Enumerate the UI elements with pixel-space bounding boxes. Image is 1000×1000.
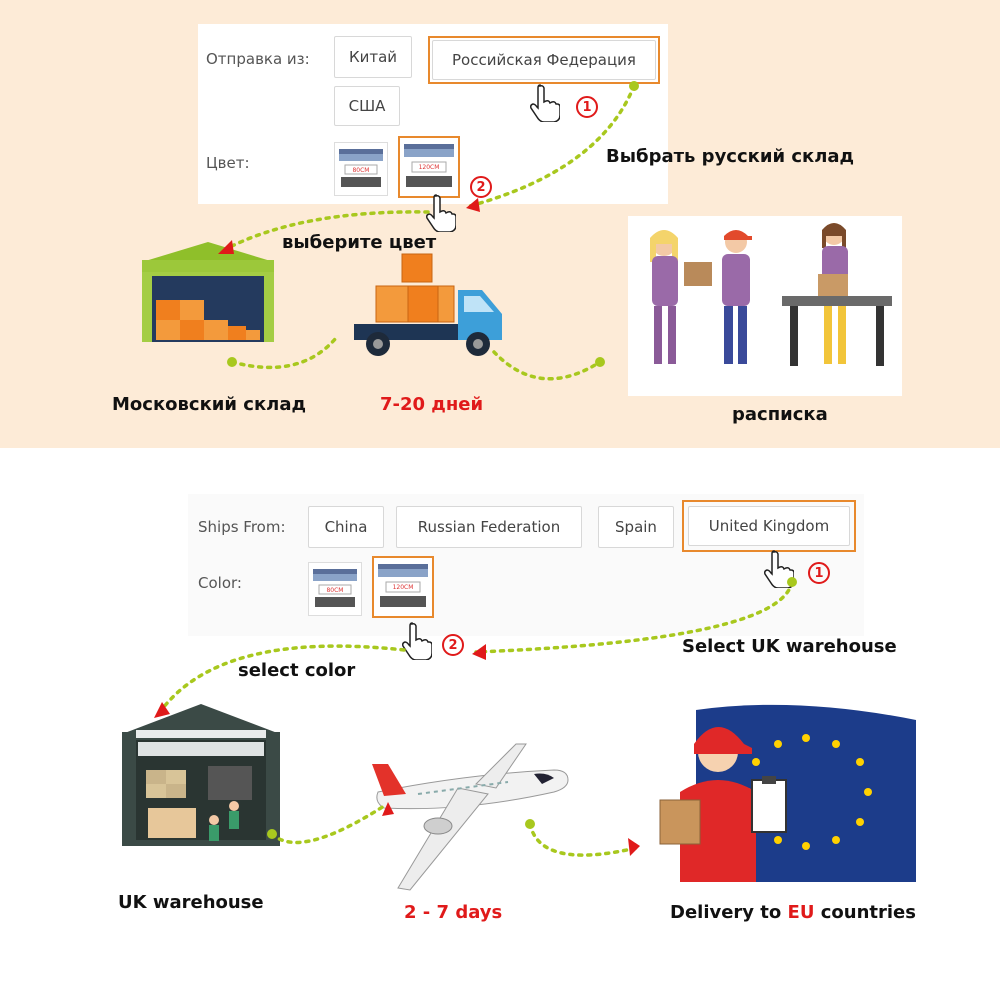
warehouse-icon [122,704,280,846]
ru-color-swatch-120cm[interactable]: 120CM [398,136,460,198]
en-ships-from-label: Ships From: [198,518,286,536]
en-delivery-caption: Delivery to EU countries [670,902,916,923]
sofa-image-icon: 80CM [313,569,357,607]
ru-color-swatch-80cm[interactable]: 80CM [334,142,388,196]
arrowhead-icon [472,644,486,660]
en-options-panel: Ships From: China Russian Federation Spa… [188,494,864,636]
en-color-swatch-80cm[interactable]: 80CM [308,562,362,616]
sofa-image-icon: 120CM [404,144,454,187]
receipt-illustration [628,216,902,396]
ru-color-label: Цвет: [206,154,250,172]
hand-pointer-icon [764,550,794,588]
en-delivery-suffix: countries [814,902,916,923]
en-warehouse-caption: UK warehouse [118,892,264,913]
warehouse-icon [142,242,274,342]
en-selected-outline [682,500,856,552]
ru-option-usa[interactable]: США [334,86,400,126]
ru-transit-caption: 7-20 дней [380,394,484,415]
en-delivery-prefix: Delivery to [670,902,788,923]
en-color-swatch-120cm[interactable]: 120CM [372,556,434,618]
en-option-spain[interactable]: Spain [598,506,674,548]
svg-text:120CM: 120CM [393,584,414,591]
hand-pointer-icon [530,84,560,122]
en-delivery-highlight: EU [787,902,815,923]
ru-options-panel: Отправка из: Китай Российская Федерация … [198,24,668,204]
en-step-2-badge: 2 [442,634,464,656]
ru-delivery-caption: расписка [732,404,828,425]
courier-icon [659,727,787,882]
ru-option-russian-federation[interactable]: Российская Федерация [432,40,656,80]
svg-text:80CM: 80CM [326,587,343,594]
ru-select-warehouse-caption: Выбрать русский склад [606,146,855,167]
ru-step-1-badge: 1 [576,96,598,118]
svg-text:80CM: 80CM [352,167,369,174]
sofa-image-icon: 80CM [339,149,383,187]
ru-selected-outline [428,36,660,84]
en-option-china[interactable]: China [308,506,384,548]
airplane-icon [372,743,569,891]
ru-ships-from-label: Отправка из: [206,50,310,68]
truck-icon [354,253,502,356]
package-handoff-icon [650,223,892,366]
en-transit-caption: 2 - 7 days [404,902,503,923]
ru-option-china[interactable]: Китай [334,36,412,78]
ru-warehouse-caption: Московский склад [112,394,307,415]
arrowhead-icon [628,838,640,856]
sofa-image-icon: 120CM [378,564,428,607]
en-option-russian-federation[interactable]: Russian Federation [396,506,582,548]
en-select-warehouse-caption: Select UK warehouse [682,636,897,657]
ru-step-2-badge: 2 [470,176,492,198]
svg-text:120CM: 120CM [419,164,440,171]
hand-pointer-icon [426,194,456,232]
en-color-label: Color: [198,574,242,592]
hand-pointer-icon [402,622,432,660]
en-option-united-kingdom[interactable]: United Kingdom [688,506,850,546]
eu-delivery-illustration [656,700,916,882]
en-select-color-caption: select color [238,660,356,681]
en-step-1-badge: 1 [808,562,830,584]
